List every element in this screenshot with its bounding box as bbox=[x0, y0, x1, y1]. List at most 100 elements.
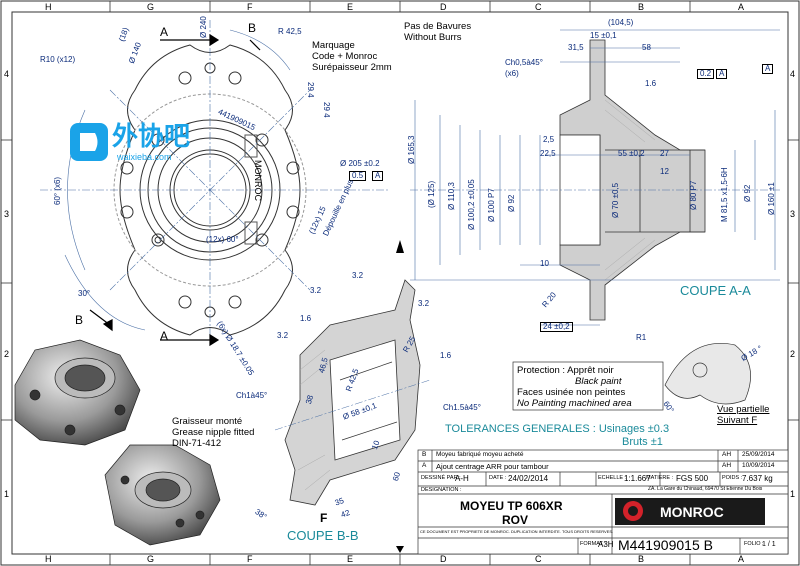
grid-letter: F bbox=[247, 2, 253, 12]
grid-letter: A bbox=[738, 2, 745, 12]
dim-d92: Ø 92 bbox=[507, 194, 516, 212]
label-scale: ECHELLE : bbox=[598, 475, 627, 481]
revision-letter: A bbox=[422, 462, 427, 469]
folio: 1 / 1 bbox=[762, 541, 776, 548]
dim-angle-60x6: 60° (x6) bbox=[53, 176, 62, 205]
designation-line2: ROV bbox=[502, 513, 529, 527]
drawing-code: M441909015 B bbox=[618, 537, 713, 553]
grease-note: DIN-71-412 bbox=[172, 438, 222, 449]
casting-tolerance: Bruts ±1 bbox=[622, 436, 663, 448]
section-a-marker: A bbox=[160, 329, 169, 343]
dim-d70: Ø 70 ±0,5 bbox=[611, 182, 620, 218]
watermark-logo bbox=[70, 123, 108, 161]
dim-r425: R 42,5 bbox=[278, 27, 302, 36]
grid-letter: D bbox=[440, 2, 447, 12]
dim-d100p7: Ø 100 P7 bbox=[487, 188, 496, 222]
label-material: MATIERE : bbox=[646, 475, 674, 481]
roughness-32: 3.2 bbox=[352, 271, 364, 280]
label-drawn-by: DESSINÉ PAR : bbox=[421, 475, 461, 481]
revision-author: AH bbox=[722, 462, 732, 469]
grid-letter: F bbox=[247, 554, 253, 564]
dim-24: 24 ±0,2 bbox=[540, 322, 573, 332]
roughness-32: 3.2 bbox=[310, 286, 322, 295]
partial-view-label: Vue partielle bbox=[717, 404, 770, 415]
dim-d125: (Ø 125) bbox=[427, 180, 436, 208]
datum-box: A bbox=[716, 69, 728, 79]
grid-letter: H bbox=[45, 554, 52, 564]
partial-view-label: Suivant F bbox=[717, 415, 758, 426]
section-title-aa: COUPE A-A bbox=[680, 283, 751, 298]
dim-chamfer-1: Ch1à45° bbox=[236, 391, 268, 400]
dim-1045: (104,5) bbox=[608, 18, 634, 27]
dim-thread: M 81,5 x1,5-6H bbox=[720, 167, 729, 222]
drawn-by: A-H bbox=[455, 474, 469, 483]
dim-r1: R1 bbox=[636, 333, 647, 342]
label-weight: POIDS : bbox=[722, 475, 743, 481]
grid-number: 3 bbox=[4, 209, 10, 219]
revision-letter: B bbox=[422, 451, 427, 458]
dim-25: 2,5 bbox=[543, 135, 555, 144]
grid-number: 4 bbox=[4, 69, 10, 79]
dim-225: 22,5 bbox=[540, 149, 556, 158]
grid-letter: D bbox=[440, 554, 447, 564]
marking-note: Surépaisseur 2mm bbox=[312, 62, 392, 73]
dim-10: 10 bbox=[540, 259, 549, 268]
grid-letter: H bbox=[45, 2, 52, 12]
grid-letter: G bbox=[147, 554, 155, 564]
label-format: FORMAT : bbox=[580, 541, 606, 547]
drawing-date: 24/02/2014 bbox=[508, 474, 549, 483]
grid-letter: B bbox=[638, 554, 645, 564]
dim-15: 15 ±0,1 bbox=[590, 31, 617, 40]
revision-date: 25/09/2014 bbox=[742, 451, 775, 458]
revision-desc: Ajout centrage ARR pour tambour bbox=[436, 462, 549, 471]
grid-number: 2 bbox=[790, 349, 796, 359]
grid-letter: C bbox=[535, 2, 542, 12]
section-a-marker: A bbox=[160, 25, 169, 39]
dim-d240: Ø 240 bbox=[199, 16, 208, 38]
grid-letter: C bbox=[535, 554, 542, 564]
grid-letter: E bbox=[347, 2, 354, 12]
dim-angle-60-12: (12x) 60° bbox=[206, 235, 239, 244]
grid-number: 4 bbox=[790, 69, 796, 79]
dim-d1653: Ø 165,3 bbox=[407, 135, 416, 164]
roughness-32: 3.2 bbox=[277, 331, 289, 340]
note-no-burrs-en: Without Burrs bbox=[404, 32, 462, 43]
roughness-16: 1.6 bbox=[300, 314, 312, 323]
grease-note: Grease nipple fitted bbox=[172, 427, 255, 438]
dim-d160: Ø 160 ±1 bbox=[767, 182, 776, 215]
dim-angle-30: 30° bbox=[78, 289, 91, 298]
grid-letter: E bbox=[347, 554, 354, 564]
tolerance-box: 0.2 bbox=[697, 69, 715, 79]
datum-box: A bbox=[372, 171, 384, 181]
dim-27: 27 bbox=[660, 149, 669, 158]
dim-r10: R10 (x12) bbox=[40, 55, 76, 64]
dim-d80p7: Ø 80 P7 bbox=[689, 180, 698, 210]
dim-chamfer-15: Ch1.5à45° bbox=[443, 403, 481, 412]
general-tolerances: TOLERANCES GENERALES : Usinages ±0.3 bbox=[445, 423, 670, 435]
watermark-title: 外协吧 bbox=[112, 121, 191, 151]
protection-note: Faces usinée non peintes bbox=[517, 387, 626, 398]
label-date: DATE : bbox=[489, 475, 507, 481]
grease-note: Graisseur monté bbox=[172, 416, 243, 427]
designation-line1: MOYEU TP 606XR bbox=[460, 499, 563, 513]
grid-letter: A bbox=[738, 554, 745, 564]
dim-58: 58 bbox=[642, 43, 651, 52]
grid-number: 2 bbox=[4, 349, 10, 359]
roughness-16: 1.6 bbox=[440, 351, 452, 360]
dim-315: 31,5 bbox=[568, 43, 584, 52]
note-no-burrs: Pas de Bavures bbox=[404, 21, 472, 32]
engraved-brand: MONROC bbox=[253, 160, 263, 201]
dim-294b: 29 4 bbox=[322, 102, 331, 118]
grid-letter: G bbox=[147, 2, 155, 12]
company-address: ZA. La Gare du Chinaud, 69470 St Etienne… bbox=[648, 486, 763, 492]
watermark-url: waixieba.com bbox=[117, 152, 172, 162]
revision-desc: Moyeu fabriqué moyeu acheté bbox=[436, 451, 524, 458]
dim-12: 12 bbox=[660, 167, 669, 176]
dim-d100: Ø 100,2 ±0,05 bbox=[467, 179, 476, 230]
revision-author: AH bbox=[722, 451, 732, 458]
dim-d110: Ø 110,3 bbox=[447, 182, 456, 210]
dim-d205: Ø 205 ±0.2 bbox=[340, 159, 380, 168]
grid-number: 3 bbox=[790, 209, 796, 219]
